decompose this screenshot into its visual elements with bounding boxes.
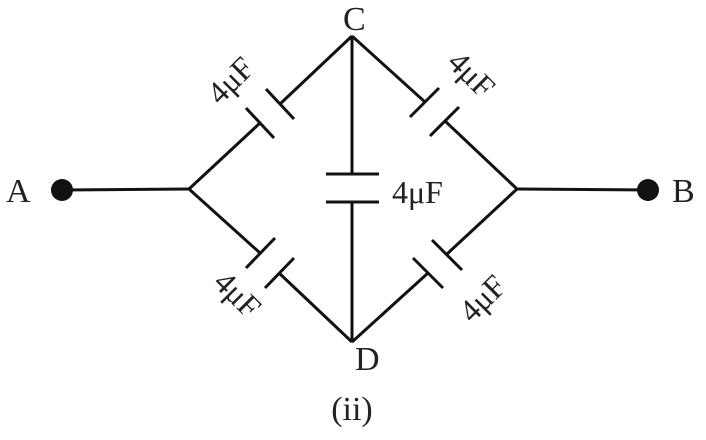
node-label-d: D [355,341,380,378]
node-label-b: B [672,173,695,210]
node-label-c: C [343,1,366,38]
capacitor-ad [187,187,354,344]
node-label-a: A [6,173,31,210]
capacitor-label-cd: 4μF [392,174,443,210]
capacitor-label-ad: 4μF [207,263,268,324]
capacitor-label-cb: 4μF [441,43,502,104]
wire-right-node-b [516,187,649,192]
capacitor-label-db: 4μF [451,267,512,328]
capacitor-db [350,187,519,344]
capacitor-cd [326,36,379,342]
capacitor-ac [187,34,354,191]
figure-caption: (ii) [331,391,373,428]
capacitor-label-ac: 4μF [199,49,260,110]
wire-a-left-node [61,187,190,192]
capacitor-cb [350,34,519,191]
